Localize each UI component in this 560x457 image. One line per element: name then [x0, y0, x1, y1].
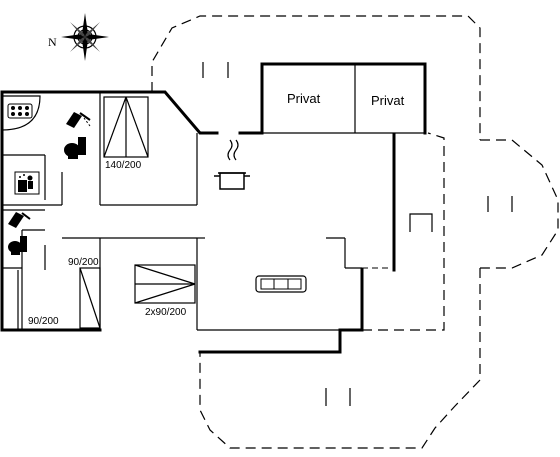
window-marks [17, 62, 513, 406]
interior-walls [2, 92, 362, 331]
compass-icon [61, 13, 109, 61]
terrace-outline [151, 15, 559, 449]
shower-icon-2 [8, 212, 31, 228]
bed-90-200-a [79, 267, 101, 329]
room-label-privat-2: Privat [371, 93, 405, 108]
sauna-icon [14, 171, 40, 195]
compass-north-label: N [48, 35, 57, 49]
room-label-privat-1: Privat [287, 91, 321, 106]
bed-2x90-200 [134, 264, 196, 304]
toilet-icon-2 [8, 236, 27, 255]
house-walls [0, 62, 427, 354]
sofa-icon [255, 275, 307, 293]
toilet-icon [64, 137, 86, 159]
bed-label-2x90-200: 2x90/200 [145, 307, 187, 318]
bed-label-90-200-b: 90/200 [28, 316, 59, 327]
private-rooms [262, 64, 425, 134]
shower-icon [66, 112, 91, 128]
kitchen-pot-icon [214, 139, 250, 190]
whirlpool-icon [1, 95, 41, 131]
bed-label-140-200: 140/200 [105, 160, 142, 171]
bed-label-90-200-a: 90/200 [68, 257, 99, 268]
bed-140-200 [103, 96, 149, 158]
